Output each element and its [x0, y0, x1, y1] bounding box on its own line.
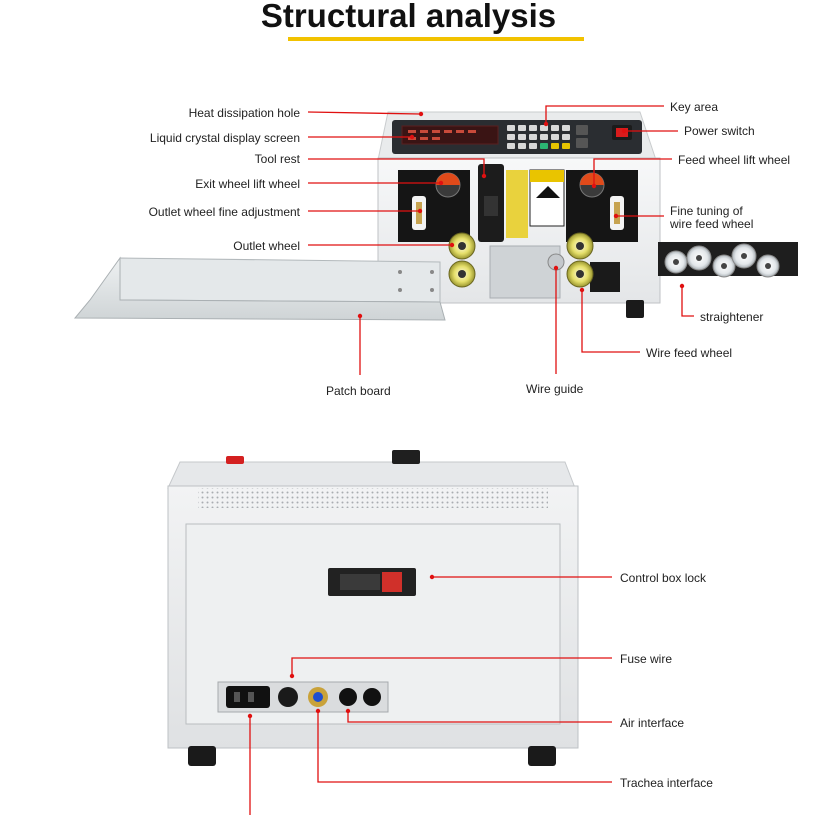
label-feed-wheel-lift-wheel: Feed wheel lift wheel	[678, 153, 791, 167]
label-key-area: Key area	[670, 100, 719, 114]
vent-holes	[198, 488, 548, 508]
label-trachea-interface: Trachea interface	[620, 776, 713, 790]
label-control-box-lock: Control box lock	[620, 571, 707, 585]
label-wire-feed-wheel: Wire feed wheel	[646, 346, 733, 360]
outlet-wheels	[448, 232, 476, 288]
leader-lines	[247, 105, 694, 815]
fuse-holder	[278, 687, 298, 707]
label-air-interface: Air interface	[620, 716, 685, 730]
label-outlet-wheel: Outlet wheel	[233, 239, 300, 253]
label-fine-tuning-line1: Fine tuning of	[670, 204, 743, 218]
page-title: Structural analysis	[260, 0, 557, 34]
front-machine	[73, 111, 798, 321]
label-fine-tuning-line2: wire feed wheel	[670, 217, 754, 231]
label-heat-dissipation-hole: Heat dissipation hole	[188, 106, 300, 120]
label-fuse-wire: Fuse wire	[620, 652, 673, 666]
feed-wheels	[566, 232, 594, 288]
label-lcd-screen: Liquid crystal display screen	[149, 131, 300, 145]
caution-label	[506, 170, 528, 238]
label-wire-guide: Wire guide	[526, 382, 584, 396]
label-power-switch: Power switch	[684, 124, 755, 138]
lcd-screen	[401, 125, 499, 145]
label-straightener: straightener	[700, 310, 764, 324]
label-tool-rest: Tool rest	[254, 152, 300, 166]
keypad	[507, 125, 588, 149]
label-exit-wheel-lift-wheel: Exit wheel lift wheel	[195, 177, 300, 191]
label-patch-board: Patch board	[326, 384, 391, 398]
label-outlet-wheel-fine-adjustment: Outlet wheel fine adjustment	[148, 205, 300, 219]
title-underline	[288, 37, 584, 41]
straightener-part	[658, 242, 798, 278]
back-machine	[167, 450, 579, 766]
patch-board	[73, 256, 446, 321]
